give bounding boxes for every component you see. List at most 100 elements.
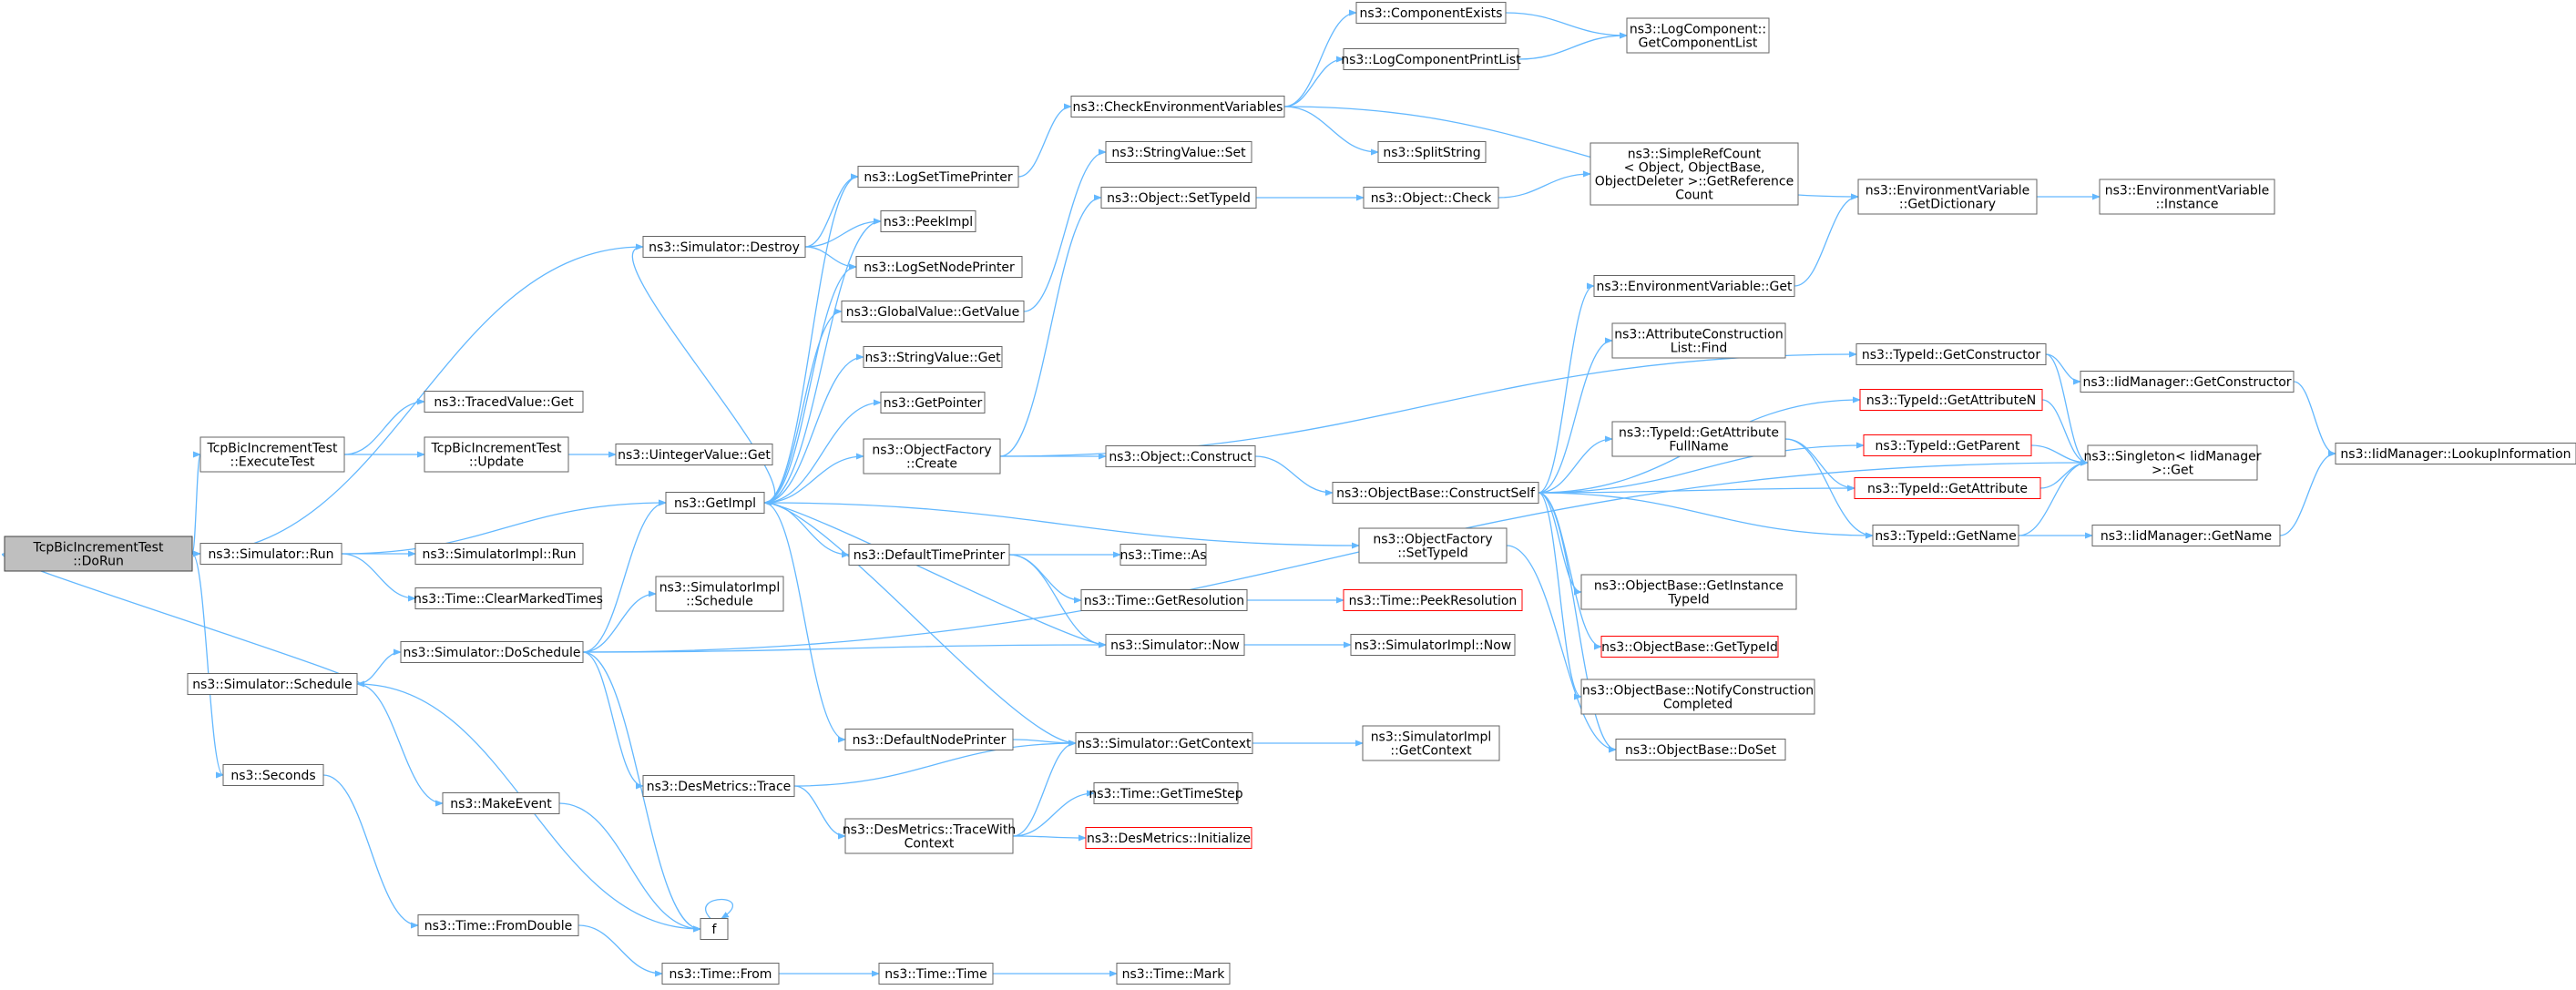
node-n45[interactable]: ns3::Object::Check [1363, 187, 1499, 209]
node-n30[interactable]: ns3::Time::Time [878, 963, 994, 985]
node-n10[interactable]: ns3::SimulatorImpl::Run [414, 543, 584, 565]
node-n15[interactable]: ns3::Time::FromDouble [417, 914, 579, 936]
node-label: ns3::DefaultTimePrinter [854, 548, 1006, 563]
node-n40[interactable]: ns3::DesMetrics::Initialize [1085, 827, 1252, 849]
node-n32[interactable]: ns3::StringValue::Set [1105, 141, 1252, 163]
node-n13[interactable]: ns3::Simulator::DoSchedule [400, 641, 584, 663]
node-n46[interactable]: ns3::ObjectBase::ConstructSelf [1332, 482, 1539, 504]
node-n8[interactable]: TcpBicIncrementTest::Update [424, 436, 569, 473]
node-n53[interactable]: ns3::EnvironmentVariable::Get [1593, 275, 1795, 297]
node-label: ::Update [469, 455, 524, 470]
node-n25[interactable]: ns3::GetPointer [880, 392, 986, 413]
node-n67[interactable]: ns3::IidManager::GetConstructor [2080, 371, 2295, 393]
node-n4[interactable]: ns3::Simulator::Run [199, 543, 342, 565]
node-label: f [712, 923, 718, 937]
node-n1[interactable]: TcpBicIncrementTest::DoRun [4, 536, 193, 572]
node-n14[interactable]: ns3::MakeEvent [442, 792, 560, 814]
node-n68[interactable]: ns3::Singleton< IidManager >::Get [2084, 444, 2262, 481]
node-n63[interactable]: ns3::TypeId::GetParent [1863, 434, 2032, 456]
node-n57[interactable]: ns3::ObjectBase::GetTypeId [1600, 636, 1779, 658]
node-n62[interactable]: ns3::TypeId::GetAttributeN [1859, 389, 2043, 411]
node-label: Count [1675, 189, 1713, 203]
node-box [4, 536, 193, 572]
node-n2[interactable]: ns3::Simulator::Destroy [642, 236, 806, 258]
edge-n46-n53 [1538, 282, 1595, 494]
edge-n43-n51 [1518, 32, 1628, 60]
node-n42[interactable]: ns3::ComponentExists [1355, 2, 1507, 24]
node-box [661, 963, 780, 985]
node-n20[interactable]: ns3::LogSetTimePrinter [857, 166, 1019, 188]
node-label: ns3::TypeId::GetName [1875, 529, 2016, 544]
node-n5[interactable]: ns3::Simulator::Schedule [187, 673, 358, 695]
node-box [642, 775, 795, 797]
node-label: ::GetContext [1390, 744, 1472, 759]
node-label: ns3::Object::Construct [1109, 450, 1252, 464]
node-label: TcpBicIncrementTest [33, 541, 164, 556]
edge-n53-n60 [1794, 193, 1859, 287]
node-n60[interactable]: ns3::EnvironmentVariable::GetDictionary [1857, 179, 2038, 215]
node-n61[interactable]: ns3::TypeId::GetConstructor [1855, 343, 2047, 365]
node-n9[interactable]: ns3::UintegerValue::Get [615, 444, 773, 465]
node-box [880, 392, 986, 413]
node-n49[interactable]: ns3::SimulatorImpl::Now [1350, 634, 1516, 656]
node-n23[interactable]: ns3::GlobalValue::GetValue [841, 301, 1025, 322]
node-n58[interactable]: ns3::ObjectBase::NotifyConstructionCompl… [1580, 679, 1815, 715]
node-n12[interactable]: ns3::SimulatorImpl::Schedule [655, 576, 784, 612]
node-n39[interactable]: ns3::Time::GetTimeStep [1089, 782, 1243, 804]
node-n33[interactable]: ns3::Object::SetTypeId [1100, 187, 1257, 209]
node-box [863, 438, 1001, 475]
node-n35[interactable]: ns3::Time::As [1119, 544, 1207, 566]
node-n59[interactable]: ns3::ObjectBase::DoSet [1615, 739, 1786, 760]
node-label: ns3::DesMetrics::Initialize [1087, 832, 1251, 846]
node-n17[interactable]: ns3::Time::From [661, 963, 780, 985]
node-label: ns3::AttributeConstruction [1614, 328, 1783, 342]
node-n16[interactable]: f [700, 918, 729, 940]
node-box [1863, 434, 2032, 456]
edge-n13-n37 [582, 641, 1107, 653]
node-n41[interactable]: ns3::Time::Mark [1116, 963, 1231, 985]
node-n52[interactable]: ns3::SimpleRefCount< Object, ObjectBase,… [1590, 142, 1799, 206]
edge-n5-n14 [356, 683, 444, 807]
node-n51[interactable]: ns3::LogComponent::GetComponentList [1626, 17, 1770, 54]
node-label: ns3::IidManager::GetConstructor [2082, 375, 2291, 390]
node-n22[interactable]: ns3::LogSetNodePrinter [855, 256, 1023, 278]
node-n18[interactable]: ns3::GetImpl [665, 492, 765, 514]
node-n50[interactable]: ns3::SimulatorImpl::GetContext [1362, 725, 1500, 761]
node-box [848, 544, 1010, 566]
node-n65[interactable]: ns3::TypeId::GetName [1872, 525, 2019, 546]
node-n3[interactable]: TcpBicIncrementTest::ExecuteTest [199, 436, 345, 473]
node-label: ns3::SplitString [1383, 146, 1480, 160]
node-n43[interactable]: ns3::LogComponentPrintList [1341, 48, 1521, 70]
node-n7[interactable]: ns3::TracedValue::Get [424, 391, 584, 413]
node-n34[interactable]: ns3::Object::Construct [1105, 445, 1256, 467]
node-n27[interactable]: ns3::DefaultTimePrinter [848, 544, 1010, 566]
node-n64[interactable]: ns3::TypeId::GetAttribute [1854, 477, 2041, 499]
node-n6[interactable]: ns3::Seconds [222, 764, 324, 786]
edge-n1-n6 [191, 553, 224, 779]
node-n28[interactable]: ns3::DefaultNodePrinter [844, 729, 1014, 750]
node-box [1355, 2, 1507, 24]
node-n21[interactable]: ns3::PeekImpl [880, 210, 976, 232]
node-n26[interactable]: ns3::ObjectFactory::Create [863, 438, 1001, 475]
node-box [1377, 141, 1487, 163]
node-n70[interactable]: ns3::IidManager::LookupInformation [2335, 443, 2576, 464]
node-box [1105, 634, 1245, 656]
node-n44[interactable]: ns3::SplitString [1377, 141, 1487, 163]
node-n38[interactable]: ns3::Simulator::GetContext [1075, 732, 1253, 754]
node-n31[interactable]: ns3::CheckEnvironmentVariables [1070, 96, 1285, 117]
node-label: ns3::Simulator::GetContext [1077, 737, 1252, 751]
node-n24[interactable]: ns3::StringValue::Get [863, 346, 1003, 368]
edge-n15-n17 [578, 924, 663, 977]
node-n11[interactable]: ns3::Time::ClearMarkedTimes [414, 587, 603, 609]
node-n37[interactable]: ns3::Simulator::Now [1105, 634, 1245, 656]
node-n48[interactable]: ns3::Time::PeekResolution [1343, 589, 1523, 611]
node-n47[interactable]: ns3::ObjectFactory::SetTypeId [1358, 527, 1508, 564]
node-n66[interactable]: ns3::EnvironmentVariable::Instance [2099, 179, 2275, 215]
node-n36[interactable]: ns3::Time::GetResolution [1080, 589, 1248, 611]
node-n69[interactable]: ns3::IidManager::GetName [2091, 525, 2281, 546]
node-n19[interactable]: ns3::DesMetrics::Trace [642, 775, 795, 797]
